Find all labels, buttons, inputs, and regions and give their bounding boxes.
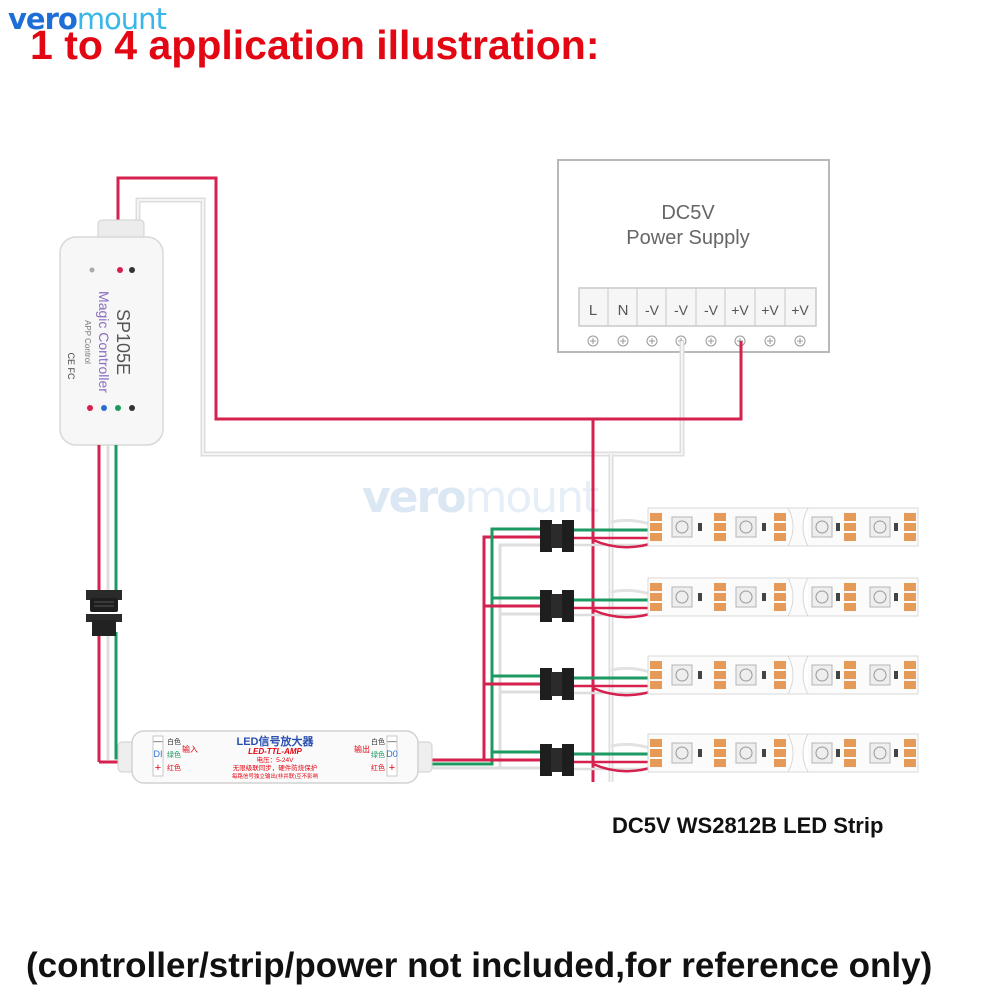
port-dot-icon [129, 267, 135, 273]
amp-output-label: 输出 [354, 744, 370, 754]
sp105e-controller: SP105E Magic Controller APP Control CE F… [59, 219, 164, 446]
controller-name: Magic Controller [96, 291, 112, 393]
power-supply-line2: Power Supply [626, 227, 749, 249]
port-dot-icon [115, 405, 121, 411]
amp-right-label: 绿色 [371, 750, 385, 759]
led-chip-icon [735, 742, 757, 764]
led-chip-icon [811, 664, 833, 686]
veromount-logo: veromount [8, 2, 167, 36]
port-dot-icon [89, 267, 95, 273]
led-strip [647, 655, 919, 695]
footer-disclaimer: (controller/strip/power not included,for… [26, 946, 933, 985]
jst-connector [540, 668, 574, 700]
controller-model: SP105E [113, 309, 133, 375]
amp-left-label: 红色 [167, 763, 181, 772]
svg-text:—: — [154, 736, 163, 746]
amp-left-label: 白色 [167, 737, 181, 746]
jst-connector [86, 590, 122, 636]
terminal-label: -V [645, 302, 660, 318]
port-dot-icon [101, 405, 107, 411]
amp-input-label: 输入 [182, 744, 198, 754]
terminal-label: -V [704, 302, 719, 318]
port-dot-icon [117, 267, 123, 273]
led-strip [647, 733, 919, 773]
led-chip-icon [869, 664, 891, 686]
led-chip-icon [869, 516, 891, 538]
controller-marks: CE FC [66, 353, 76, 381]
strip-feed-wires [574, 518, 651, 773]
controller-sub: APP Control [83, 320, 92, 364]
signal-amplifier: — DI + — D0 + 白色 绿色 红色 白色 绿色 红色 输入 输出 LE… [117, 730, 433, 784]
page-title: 1 to 4 application illustration: [30, 22, 600, 68]
amp-left-label: 绿色 [167, 750, 181, 759]
jst-connector [540, 744, 574, 776]
amp-line2: 每路信号独立输出(非并联)互不影响 [232, 772, 319, 780]
amp-voltage: 电压：5-24V [257, 755, 295, 764]
led-chip-icon [671, 742, 693, 764]
strip-connectors [540, 520, 574, 776]
svg-text:+: + [155, 762, 161, 774]
led-strip [647, 577, 919, 617]
terminal-label: +V [791, 302, 809, 318]
terminal-label: L [589, 302, 597, 319]
led-chip-icon [735, 516, 757, 538]
amp-line1: 无限级联同步，硬件防烧保护 [233, 763, 318, 772]
jst-connector [540, 590, 574, 622]
jst-connector [540, 520, 574, 552]
branch-wires [430, 527, 540, 770]
led-strips [647, 507, 919, 773]
svg-text:—: — [388, 736, 397, 746]
led-strip [647, 507, 919, 547]
power-supply-line1: DC5V [661, 202, 715, 224]
terminal-label: +V [731, 302, 749, 318]
led-chip-icon [735, 664, 757, 686]
led-strip-label: DC5V WS2812B LED Strip [612, 813, 884, 838]
watermark-logo: veromount [362, 472, 599, 523]
power-supply: DC5V Power Supply L N -V -V -V +V +V +V [557, 159, 830, 353]
led-chip-icon [869, 742, 891, 764]
svg-text:DI: DI [154, 749, 163, 759]
led-chip-icon [869, 586, 891, 608]
led-chip-icon [735, 586, 757, 608]
led-chip-icon [671, 664, 693, 686]
amp-title: LED信号放大器 [237, 734, 315, 748]
amp-right-label: 白色 [371, 737, 385, 746]
port-dot-icon [129, 405, 135, 411]
svg-text:+: + [389, 762, 395, 774]
led-chip-icon [671, 586, 693, 608]
terminal-label: -V [674, 302, 689, 318]
led-chip-icon [811, 586, 833, 608]
led-chip-icon [671, 516, 693, 538]
amp-subtitle: LED-TTL-AMP [248, 747, 302, 756]
led-chip-icon [811, 742, 833, 764]
amp-right-label: 红色 [371, 763, 385, 772]
port-dot-icon [87, 405, 93, 411]
svg-text:D0: D0 [386, 749, 398, 759]
terminal-label: N [618, 302, 629, 319]
led-chip-icon [811, 516, 833, 538]
terminal-label: +V [761, 302, 779, 318]
